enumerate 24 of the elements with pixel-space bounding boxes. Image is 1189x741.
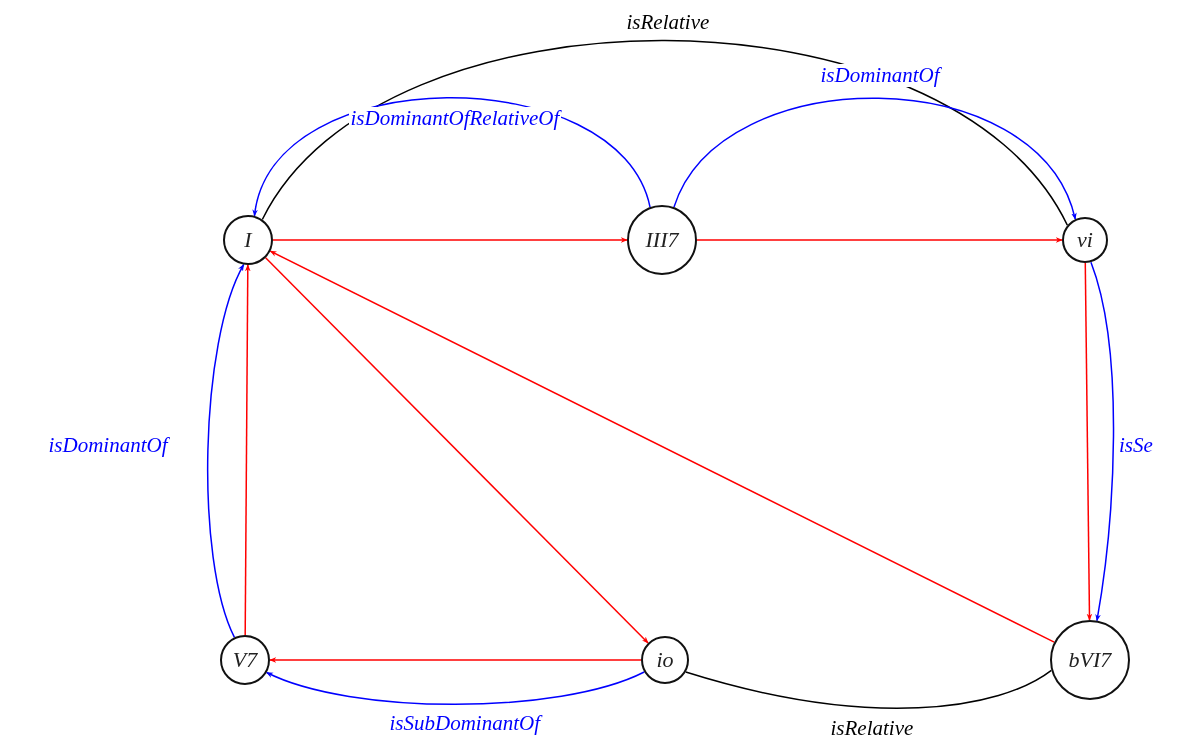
- chord-label: io: [656, 647, 674, 673]
- chord-label: bVI7: [1068, 647, 1112, 673]
- chord-node: [1062, 217, 1108, 263]
- arrow: [269, 250, 1055, 643]
- chord-label: III7: [645, 227, 679, 253]
- arrow: [207, 263, 245, 639]
- arrow: [264, 257, 649, 644]
- chord-node: [223, 215, 273, 265]
- chord-label: V7: [232, 647, 258, 673]
- arrow: [1090, 261, 1115, 622]
- arrow: [269, 657, 642, 663]
- arrow: [1084, 262, 1093, 621]
- arrow: [696, 237, 1063, 243]
- arrow: [272, 237, 628, 243]
- edge-label: isDominantOfRelativeOf: [348, 106, 562, 130]
- chord-node: [220, 635, 270, 685]
- arrow: [265, 671, 645, 706]
- arrow: [673, 97, 1077, 220]
- chord-label: I: [244, 227, 252, 253]
- edge-label: isDominantOf: [818, 63, 942, 87]
- chord-node: [641, 636, 689, 684]
- chord-label: vi: [1077, 227, 1093, 253]
- arrow: [244, 264, 251, 636]
- arrow: [253, 97, 651, 217]
